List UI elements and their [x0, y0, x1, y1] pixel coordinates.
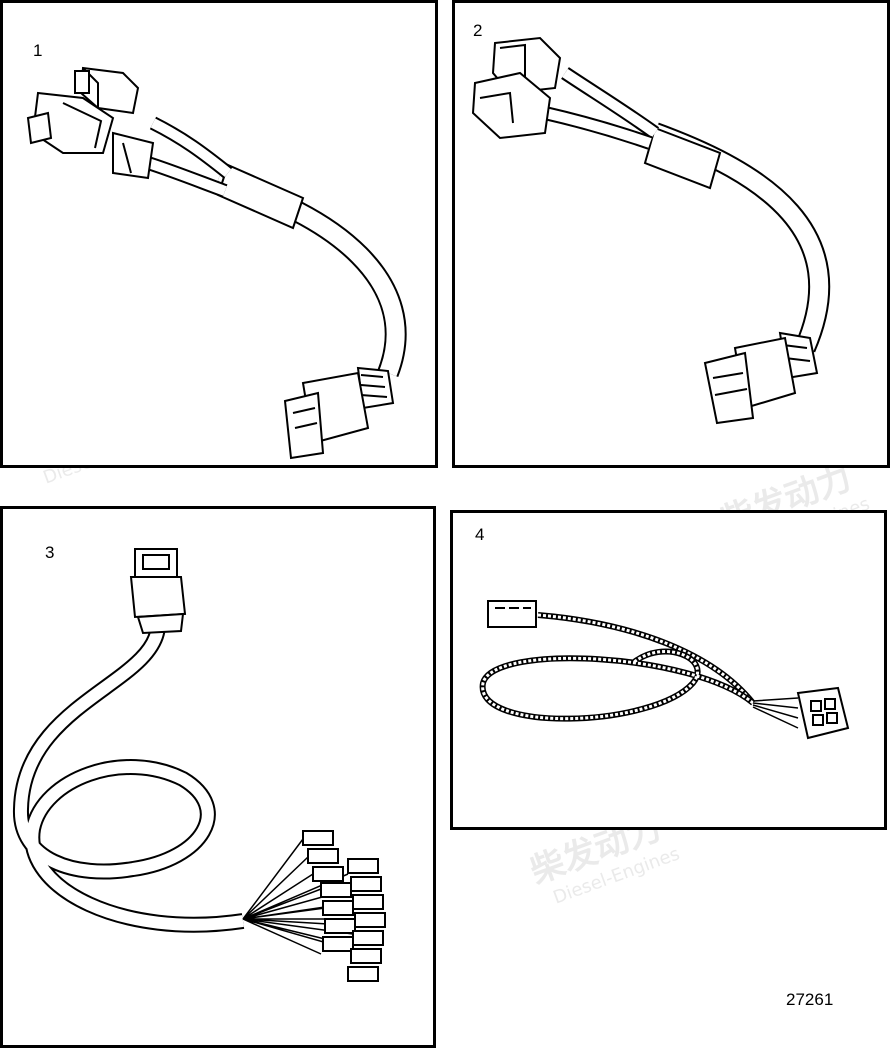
- harness-2-sleeve: [643, 126, 722, 190]
- harness-1-connector-c: [283, 366, 395, 460]
- harness-1-drawing: [26, 66, 407, 460]
- panel-3-label: 3: [45, 543, 55, 562]
- panel-4-label: 4: [475, 525, 485, 544]
- panel-4: 4: [450, 510, 887, 830]
- harness-4-connector-left: [487, 600, 537, 628]
- panel-3: 3: [0, 506, 436, 1048]
- panel-1: 1: [0, 0, 438, 468]
- harness-3-terminals: [302, 830, 386, 982]
- harness-2-connector-c: [703, 331, 819, 425]
- harness-4-wire-fan: [752, 697, 799, 729]
- harness-4-drawing: [479, 600, 850, 740]
- harness-3-wire-fan: [242, 838, 356, 955]
- harness-2-drawing: [471, 36, 831, 425]
- harness-3-connector-top: [129, 548, 187, 635]
- watermark-en: Diesel-Engines: [550, 843, 683, 909]
- harness-3-drawing: [13, 548, 386, 982]
- harness-1-sleeve: [216, 163, 305, 230]
- panel-2: 2: [452, 0, 890, 468]
- harness-4-connector-right: [796, 686, 850, 740]
- figure-reference-number: 27261: [786, 990, 834, 1009]
- harness-2-connector-b: [471, 71, 552, 140]
- harness-1-connector-a: [74, 66, 140, 115]
- panel-1-label: 1: [33, 41, 43, 60]
- harness-1-connector-b: [26, 91, 155, 180]
- panel-2-label: 2: [473, 21, 483, 40]
